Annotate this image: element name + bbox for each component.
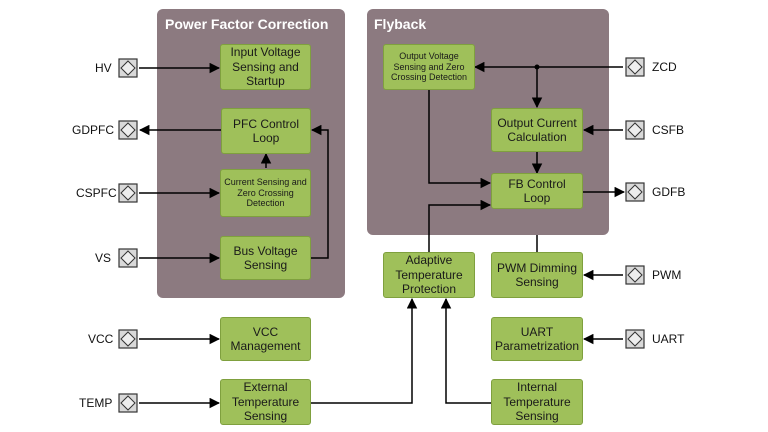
- block-input-voltage-sensing: Input Voltage Sensing and Startup: [220, 44, 311, 90]
- pin-hv-label: HV: [95, 61, 112, 75]
- pin-gdpfc-icon: [118, 120, 138, 140]
- block-vcc-management: VCC Management: [220, 317, 311, 361]
- block-output-current-calculation: Output Current Calculation: [491, 108, 583, 152]
- wire-ext-to-adaptive: [311, 297, 418, 404]
- pin-temp-icon: [118, 393, 138, 413]
- block-current-sensing: Current Sensing and Zero Crossing Detect…: [220, 169, 311, 217]
- pin-vs-icon: [118, 248, 138, 268]
- wire-ov-to-fb: [428, 90, 492, 189]
- pin-cspfc-label: CSPFC: [76, 186, 117, 200]
- wire-adaptive-to-fb: [428, 199, 492, 252]
- pin-uart-icon: [625, 329, 645, 349]
- pin-uart-label: UART: [652, 332, 685, 346]
- pin-vs-label: VS: [95, 251, 112, 265]
- flyback-region-title: Flyback: [374, 16, 427, 32]
- pin-csfb-label: CSFB: [652, 123, 685, 137]
- wire-int-to-adaptive: [440, 297, 491, 404]
- block-bus-voltage-sensing: Bus Voltage Sensing: [220, 236, 311, 280]
- pin-pwm-label: PWM: [652, 268, 682, 282]
- pin-gdfb-label: GDFB: [652, 185, 686, 199]
- pin-temp-label: TEMP: [79, 396, 113, 410]
- block-adaptive-temperature-protection: Adaptive Temperature Protection: [383, 252, 475, 298]
- pin-zcd-icon: [625, 57, 645, 77]
- block-fb-control-loop: FB Control Loop: [491, 173, 583, 209]
- pin-gdfb-icon: [625, 182, 645, 202]
- block-output-voltage-sensing: Output Voltage Sensing and Zero Crossing…: [383, 44, 475, 90]
- pin-vcc-icon: [118, 329, 138, 349]
- pin-vcc-label: VCC: [88, 332, 114, 346]
- block-external-temperature-sensing: External Temperature Sensing: [220, 379, 311, 425]
- pin-csfb-icon: [625, 120, 645, 140]
- pin-gdpfc-label: GDPFC: [72, 123, 114, 137]
- wire-junction-dot: [534, 64, 540, 70]
- block-pfc-control-loop: PFC Control Loop: [221, 108, 311, 154]
- pin-pwm-icon: [625, 265, 645, 285]
- block-uart-parametrization: UART Parametrization: [491, 317, 583, 361]
- pin-zcd-label: ZCD: [652, 60, 677, 74]
- block-internal-temperature-sensing: Internal Temperature Sensing: [491, 379, 583, 425]
- pin-cspfc-icon: [118, 183, 138, 203]
- pin-hv-icon: [118, 58, 138, 78]
- wire-bus-feedback: [310, 124, 329, 259]
- pfc-region-title: Power Factor Correction: [165, 16, 329, 32]
- block-pwm-dimming-sensing: PWM Dimming Sensing: [491, 252, 583, 298]
